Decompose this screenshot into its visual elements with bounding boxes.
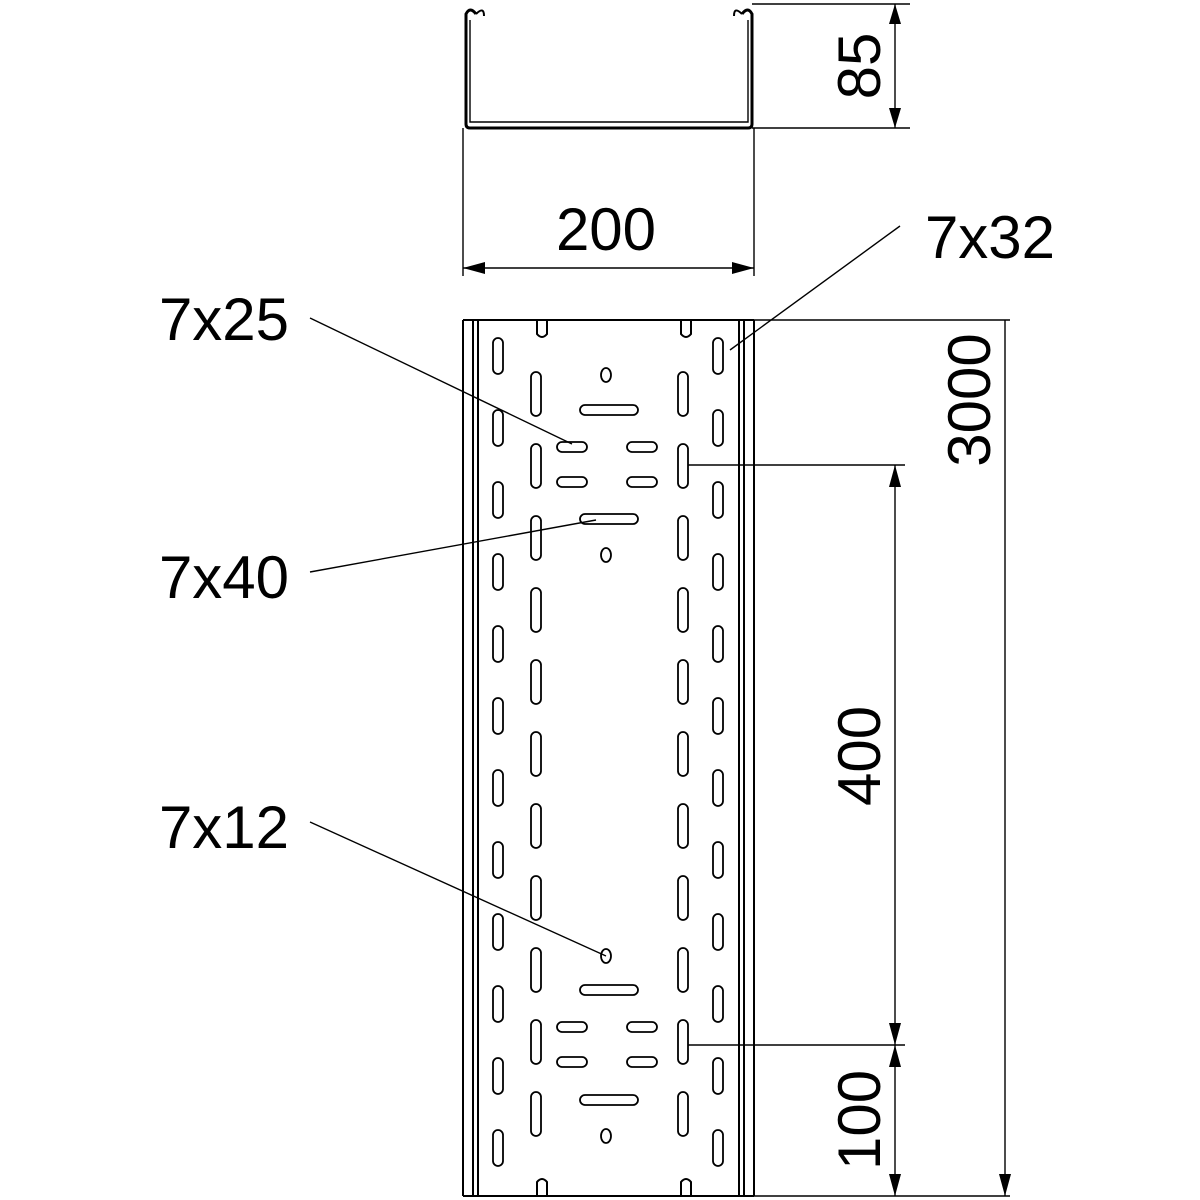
- side-slot: [492, 913, 504, 951]
- side-slot: [712, 697, 724, 735]
- dimension-pitch-label: 400: [826, 706, 893, 806]
- side-slot: [492, 1129, 504, 1167]
- side-slot: [712, 553, 724, 591]
- joint-slot: [556, 441, 588, 453]
- side-slot: [712, 481, 724, 519]
- callout-7x32: 7x32: [925, 204, 1055, 271]
- bottom-slot: [530, 587, 542, 633]
- side-slot: [712, 1057, 724, 1095]
- bottom-slot: [530, 803, 542, 849]
- joint-slot: [579, 513, 639, 525]
- side-slot: [712, 337, 724, 375]
- dimension-end-offset: 100: [754, 1045, 1010, 1197]
- round-hole: [600, 1128, 612, 1144]
- bottom-slot: [677, 1091, 689, 1137]
- dimension-pitch: 400: [688, 464, 905, 1046]
- callout-7x40: 7x40: [159, 544, 289, 611]
- side-slot: [492, 625, 504, 663]
- bottom-slot: [677, 371, 689, 417]
- bottom-slot: [530, 875, 542, 921]
- joint-slot: [626, 1021, 658, 1033]
- bottom-slot: [530, 947, 542, 993]
- side-slot: [712, 625, 724, 663]
- joint-slot: [579, 1094, 639, 1106]
- joint-slot: [556, 1021, 588, 1033]
- round-hole: [600, 547, 612, 563]
- side-slot: [712, 769, 724, 807]
- side-slot: [492, 697, 504, 735]
- side-slot: [492, 553, 504, 591]
- bottom-slot: [677, 731, 689, 777]
- side-slot: [712, 841, 724, 879]
- side-slot: [492, 985, 504, 1023]
- dimension-width: 200: [462, 128, 755, 276]
- bottom-slot: [677, 803, 689, 849]
- dimension-length: 3000: [754, 319, 1011, 1196]
- callout-7x12: 7x12: [159, 794, 289, 861]
- joint-slot: [556, 476, 588, 488]
- bottom-slot: [677, 875, 689, 921]
- bottom-slot: [530, 443, 542, 489]
- bottom-slot: [677, 587, 689, 633]
- side-slot: [712, 409, 724, 447]
- joint-slot: [626, 441, 658, 453]
- bottom-slot: [530, 731, 542, 777]
- side-slot: [492, 481, 504, 519]
- side-slot: [492, 1057, 504, 1095]
- dimension-end-offset-label: 100: [826, 1070, 893, 1170]
- bottom-slot: [677, 659, 689, 705]
- bottom-slot: [530, 1091, 542, 1137]
- round-hole: [600, 367, 612, 383]
- dimension-height-label: 85: [826, 33, 893, 100]
- bottom-slot: [677, 515, 689, 561]
- bottom-slot: [677, 947, 689, 993]
- callout-leaders: [309, 225, 901, 957]
- side-slot: [492, 841, 504, 879]
- side-slot: [492, 769, 504, 807]
- bottom-slot: [530, 1019, 542, 1065]
- bottom-slot: [530, 371, 542, 417]
- cross-section: [464, 8, 754, 130]
- dimension-height: 85: [752, 3, 910, 129]
- bottom-slot: [530, 659, 542, 705]
- bottom-slot: [530, 515, 542, 561]
- joint-slot: [579, 984, 639, 996]
- bottom-slot: [677, 1019, 689, 1065]
- side-slot: [492, 409, 504, 447]
- tray-plan-view: [462, 319, 755, 1197]
- perforation-slots: [492, 337, 724, 1167]
- joint-slot: [626, 476, 658, 488]
- dimension-length-label: 3000: [936, 333, 1003, 466]
- dimension-width-label: 200: [556, 196, 656, 263]
- bottom-slot: [677, 443, 689, 489]
- side-slot: [492, 337, 504, 375]
- joint-slot: [579, 404, 639, 416]
- side-slot: [712, 913, 724, 951]
- side-slot: [712, 985, 724, 1023]
- side-slot: [712, 1129, 724, 1167]
- joint-slot: [556, 1056, 588, 1068]
- joint-slot: [626, 1056, 658, 1068]
- callout-7x25: 7x25: [159, 286, 289, 353]
